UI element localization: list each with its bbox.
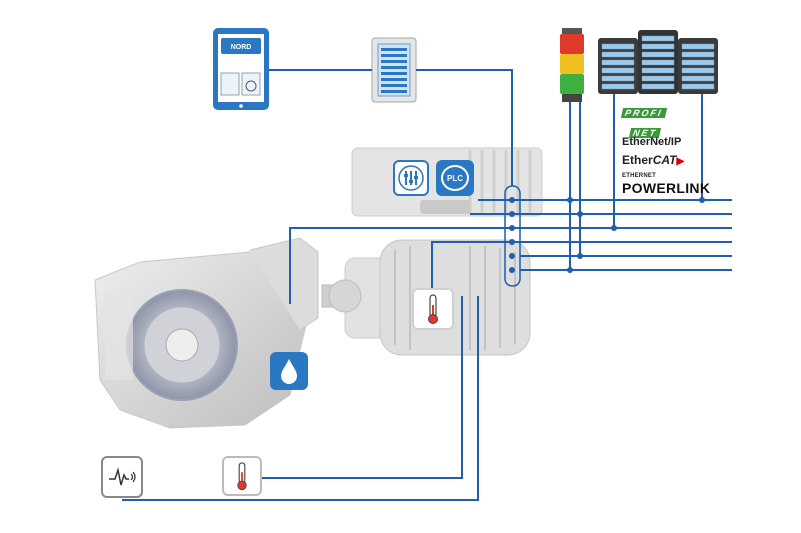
server-racks-graphic (598, 30, 718, 94)
signal-tower-graphic (560, 28, 584, 102)
thermometer-icon (412, 288, 454, 330)
ext-thermometer-icon (222, 456, 262, 496)
operator-panel-icon (372, 38, 416, 102)
powerlink-logo: POWERLINK (622, 180, 711, 196)
settings-sliders-icon (393, 160, 429, 196)
operator-panel-graphic (371, 37, 417, 103)
tablet-title: NORD (230, 44, 252, 51)
ethercat-logo: EtherCAT▶ (622, 153, 685, 167)
profinet-top: PROFI (620, 108, 667, 118)
server-rack-icon (598, 30, 718, 94)
oil-drop-icon (270, 352, 308, 390)
tablet-app-icon (213, 28, 269, 110)
ethernet-ip-logo: EtherNet/IP (622, 136, 682, 148)
tablet-graphic (213, 28, 269, 110)
plc-label: PLC (447, 173, 463, 183)
ethercat-a: Ether (622, 153, 653, 167)
ethercat-b: CAT (652, 153, 677, 167)
plc-chip-icon: PLC (436, 160, 474, 196)
signal-tower-icon (560, 28, 584, 102)
gearbox (94, 237, 319, 429)
powerlink-small: ETHERNET (622, 173, 656, 179)
wiring (122, 69, 732, 501)
vibration-sensor-icon (101, 456, 143, 498)
profinet-logo: PROFI NET (620, 103, 718, 138)
junction-dots (509, 197, 705, 273)
